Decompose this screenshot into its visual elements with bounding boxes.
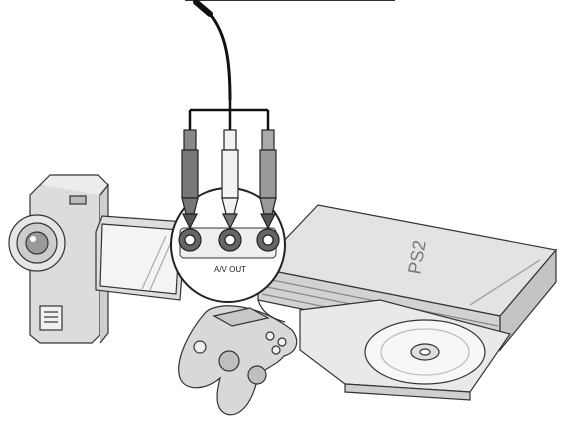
rca-plug-center (221, 129, 239, 230)
video-camera (8, 174, 109, 344)
av-out-label: A/V OUT (214, 265, 246, 274)
av-jacks (178, 228, 280, 252)
disc (364, 319, 486, 385)
rca-plug-right (259, 129, 277, 230)
av-cable (185, 0, 395, 130)
controller (178, 299, 298, 416)
rca-plug-left (181, 129, 199, 230)
